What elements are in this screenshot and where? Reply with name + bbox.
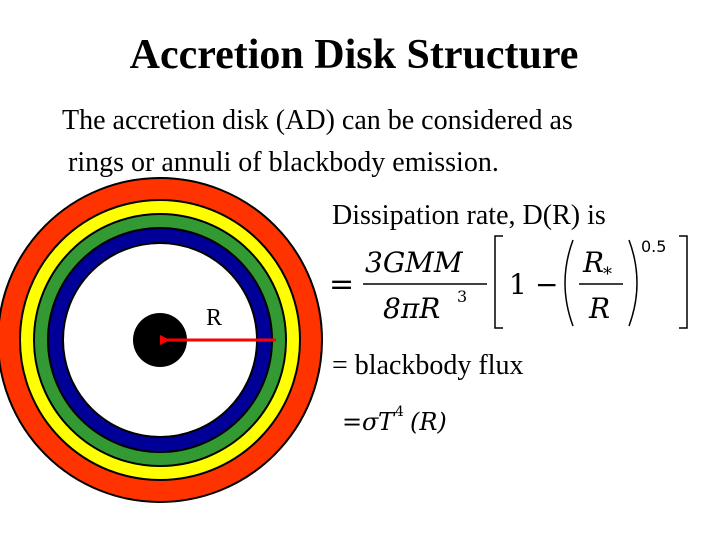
eq-one: 1 (509, 268, 527, 301)
eq-minus: − (535, 268, 558, 301)
blackbody-label: = blackbody flux (332, 350, 524, 381)
intro-text: The accretion disk (AD) can be considere… (62, 100, 573, 184)
eq-bracket-left (494, 235, 503, 329)
eq-ratio-num: R (582, 246, 604, 279)
eq-numerator: 3GMM (365, 246, 464, 279)
dissipation-equation: = 3GMM 8πR 3 1 − R * R 0.5 (329, 235, 688, 329)
eq-paren-left (564, 239, 574, 327)
sb-equals: = (342, 408, 362, 436)
eq-bracket-right (679, 235, 688, 329)
eq-ratio-num-sub: * (603, 264, 612, 285)
eq-denominator: 8πR (383, 292, 440, 325)
sb-arg: (R) (410, 408, 447, 436)
eq-paren-right (628, 239, 638, 327)
eq-exponent: 0.5 (641, 237, 666, 256)
intro-line-2: rings or annuli of blackbody emission. (68, 147, 499, 178)
sb-sigma: σ (362, 408, 379, 436)
sb-exp: 4 (395, 404, 404, 420)
slide-title: Accretion Disk Structure (129, 32, 579, 78)
intro-line-1: The accretion disk (AD) can be considere… (62, 105, 573, 136)
radius-label: R (206, 305, 223, 331)
dissipation-label: Dissipation rate, D(R) is (332, 200, 606, 231)
eq-equals: = (329, 267, 354, 302)
eq-denominator-exp: 3 (457, 287, 467, 306)
eq-ratio-den: R (588, 292, 610, 325)
blackbody-equation: = σ T 4 (R) (342, 404, 447, 436)
sb-T: T (378, 408, 396, 436)
